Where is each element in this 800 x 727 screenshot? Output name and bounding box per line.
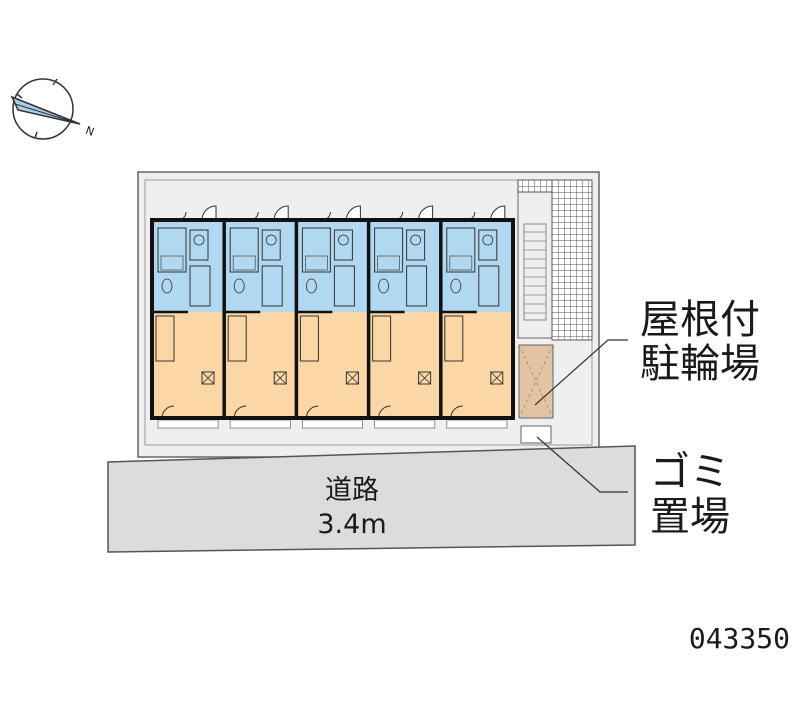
washroom xyxy=(189,229,209,261)
washroom xyxy=(478,229,498,261)
garbage-leader xyxy=(536,436,628,493)
closet xyxy=(299,315,319,362)
road xyxy=(107,445,636,553)
window-box-cross xyxy=(490,371,504,385)
entrance-door xyxy=(490,205,506,221)
garbage-label-line2: 置場 xyxy=(650,494,730,540)
entrance-door xyxy=(345,205,361,221)
stairs xyxy=(517,187,553,339)
balcony xyxy=(229,419,291,429)
grid-area xyxy=(551,179,593,341)
bike-parking-label-line2: 駐輪場 xyxy=(640,341,760,387)
entrance-door xyxy=(418,205,434,221)
sink xyxy=(410,234,422,246)
toilet xyxy=(161,278,173,294)
building-outer-wall xyxy=(150,218,515,420)
compass-needle xyxy=(10,95,81,125)
north-label: N xyxy=(84,124,96,139)
window-box-cross xyxy=(201,371,215,385)
bike-parking-leader xyxy=(534,339,628,406)
bike-parking-label-line1: 屋根付 xyxy=(640,297,760,343)
kitchen-counter xyxy=(189,265,211,307)
window-box xyxy=(490,371,504,385)
compass-circle xyxy=(12,78,74,140)
washroom xyxy=(261,229,281,261)
building xyxy=(150,205,515,429)
window-box-cross xyxy=(273,371,287,385)
sink xyxy=(265,234,277,246)
window-box xyxy=(345,371,359,385)
toilet xyxy=(305,278,317,294)
bathroom xyxy=(157,227,187,273)
toilet xyxy=(233,278,245,294)
toilet xyxy=(450,278,462,294)
toilet xyxy=(378,278,390,294)
garbage-area xyxy=(520,425,552,444)
bathroom xyxy=(301,227,331,273)
bathtub xyxy=(160,255,184,271)
window-box-cross xyxy=(418,371,431,385)
road-name: 道路 xyxy=(325,475,379,506)
kitchen-counter xyxy=(406,265,428,307)
sink xyxy=(337,234,349,246)
sink xyxy=(193,234,205,246)
closet xyxy=(444,315,464,362)
bathtub xyxy=(232,255,256,271)
sink xyxy=(482,234,494,246)
window-box xyxy=(273,371,287,385)
wet-area-band xyxy=(152,220,513,312)
bathroom xyxy=(446,227,476,273)
bathroom xyxy=(229,227,259,273)
washroom xyxy=(406,229,426,261)
bathtub xyxy=(449,255,473,271)
road-width: 3.4m xyxy=(317,509,386,540)
property-code: 043350 xyxy=(689,622,790,655)
bathtub xyxy=(377,255,401,271)
closet xyxy=(372,315,392,362)
kitchen-counter xyxy=(478,265,500,307)
kitchen-counter xyxy=(333,265,355,307)
closet xyxy=(155,315,175,362)
balcony xyxy=(374,419,436,429)
window-box xyxy=(201,371,215,385)
compass: N xyxy=(10,78,96,140)
bathroom xyxy=(374,227,404,273)
window-box-cross xyxy=(346,371,359,385)
grid-area-top xyxy=(517,179,553,193)
closet xyxy=(227,315,247,362)
balcony xyxy=(446,419,508,429)
washroom xyxy=(333,229,353,261)
balcony xyxy=(157,419,219,429)
bathtub xyxy=(304,255,328,271)
garbage-label-line1: ゴミ xyxy=(650,449,730,495)
kitchen-counter xyxy=(261,265,283,307)
entrance-door xyxy=(201,205,217,221)
window-box xyxy=(418,371,432,385)
balcony xyxy=(301,419,363,429)
entrance-door xyxy=(273,205,289,221)
